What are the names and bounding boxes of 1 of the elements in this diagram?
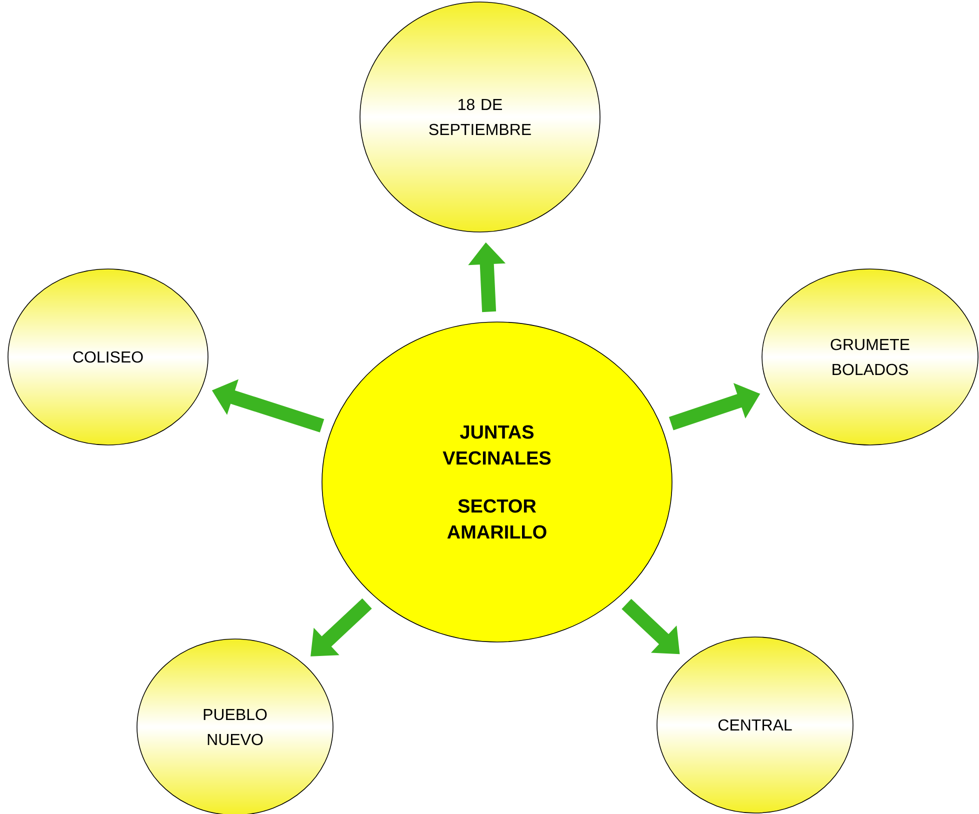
- block-arrow: [310, 598, 372, 656]
